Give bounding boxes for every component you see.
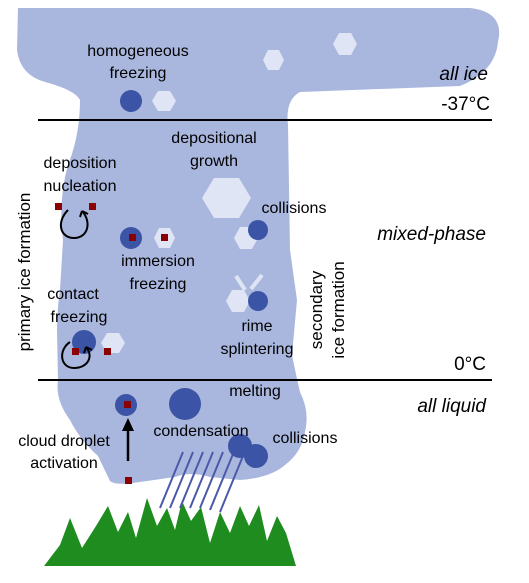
temp-minus37: -37°C — [441, 94, 490, 115]
region-all-ice: all ice — [439, 64, 488, 85]
label-collisions-lower: collisions — [273, 430, 338, 447]
label-rime-2: splintering — [221, 341, 294, 358]
droplets — [72, 90, 268, 468]
label-immersion-1: immersion — [121, 253, 195, 270]
label-homogeneous-1: homogeneous — [87, 43, 188, 60]
label-deposition-2: nucleation — [44, 178, 117, 195]
temp-zero: 0°C — [454, 354, 486, 375]
label-depositional-1: depositional — [171, 130, 256, 147]
nucleation-loop-icons — [59, 209, 93, 370]
label-activation-1: cloud droplet — [18, 433, 110, 450]
label-contact-1: contact — [47, 286, 99, 303]
rain-streaks — [159, 451, 244, 513]
region-all-liquid: all liquid — [417, 396, 487, 417]
label-activation-2: activation — [30, 455, 98, 472]
label-depositional-2: growth — [190, 153, 238, 170]
label-contact-2: freezing — [51, 309, 108, 326]
label-rime-1: rime — [241, 318, 272, 335]
ground-vegetation — [44, 498, 296, 566]
region-mixed-phase: mixed-phase — [377, 224, 486, 245]
rime-splinters — [234, 273, 264, 292]
label-immersion-2: freezing — [130, 276, 187, 293]
label-homogeneous-2: freezing — [110, 65, 167, 82]
label-deposition-1: deposition — [44, 155, 117, 172]
label-condensation: condensation — [153, 423, 248, 440]
cloud-body — [17, 8, 500, 484]
aerosol-particles — [55, 203, 168, 484]
label-secondary-2: ice formation — [329, 261, 348, 358]
activation-arrow — [122, 418, 134, 461]
label-collisions-upper: collisions — [262, 200, 327, 217]
label-primary-ice-formation: primary ice formation — [15, 193, 34, 352]
label-secondary-1: secondary — [307, 270, 326, 349]
label-melting: melting — [229, 383, 281, 400]
